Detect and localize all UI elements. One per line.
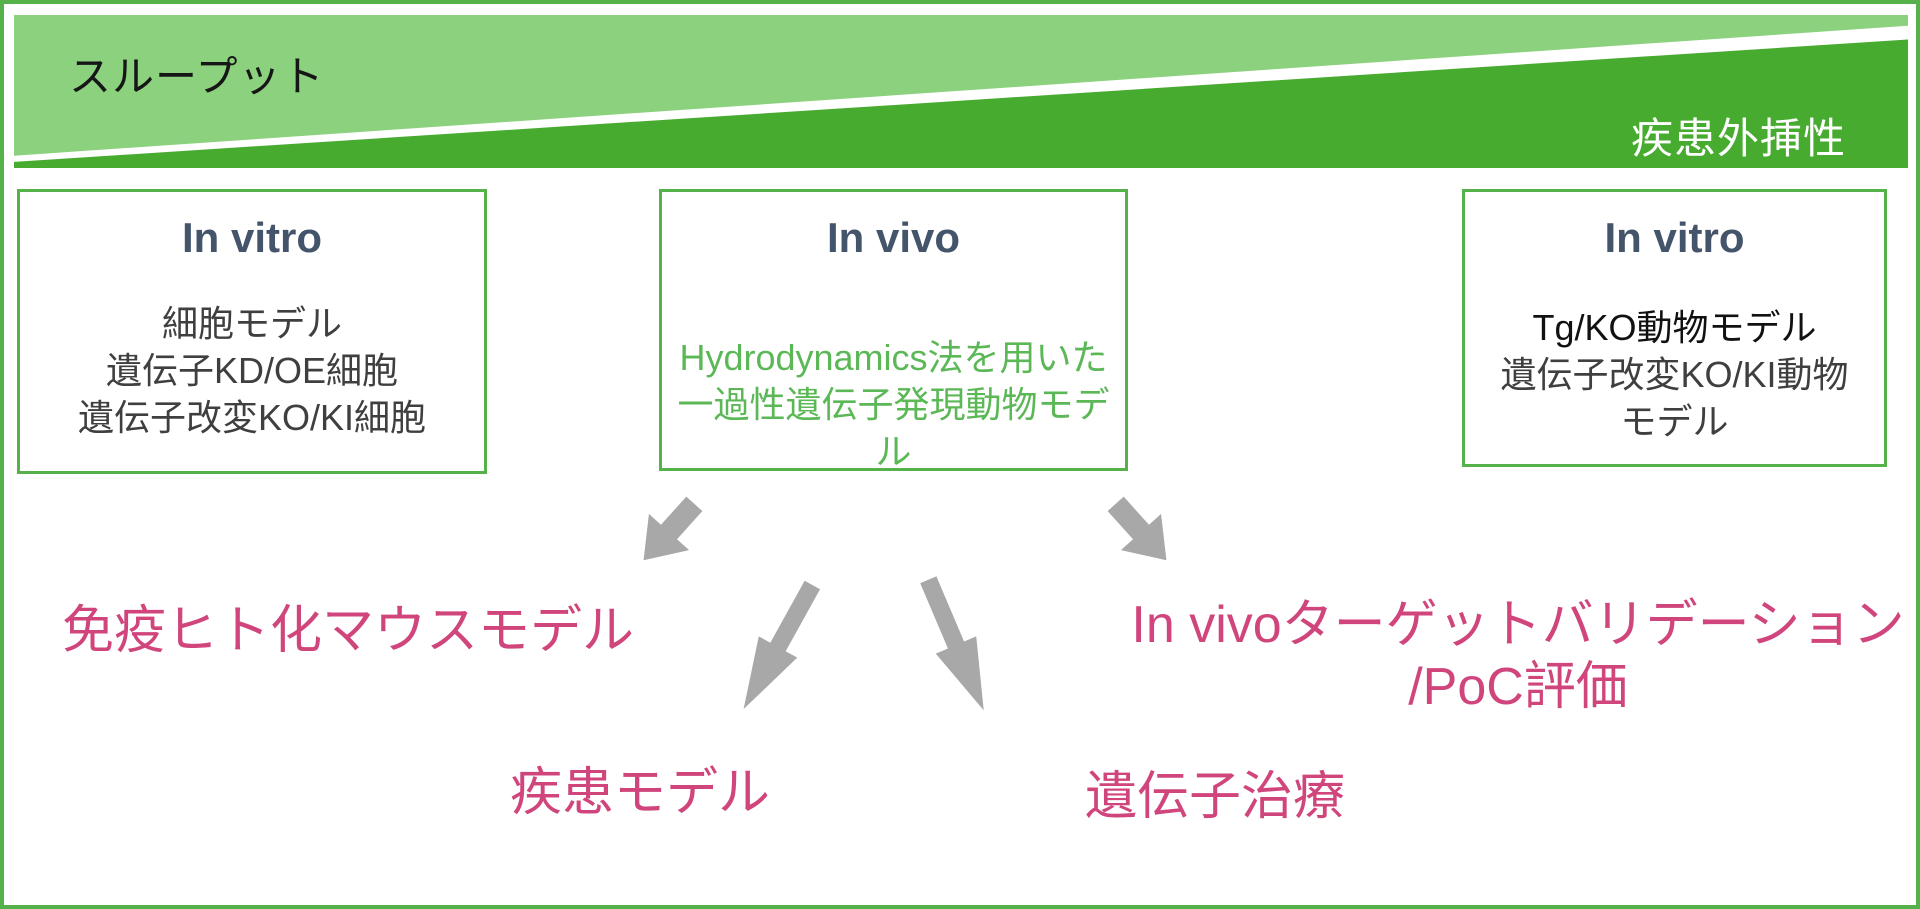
- box-body-line: 遺伝子改変KO/KI細胞: [77, 397, 427, 439]
- throughput-label: スループット: [69, 53, 325, 100]
- box-body: Hydrodynamics法を用いた 一過性遺伝子発現動物モデル: [662, 334, 1125, 475]
- in-vitro-cell-model-box: In vitro 細胞モデル 遺伝子KD/OE細胞 遺伝子改変KO/KI細胞: [17, 189, 487, 474]
- box-body-line: Tg/KO動物モデル: [1532, 307, 1817, 349]
- box-title: In vivo: [826, 214, 961, 261]
- box-title: In vitro: [181, 214, 322, 261]
- box-body-line: 遺伝子改変KO/KI動物: [1500, 354, 1849, 396]
- arrow-down-left-long-icon: [724, 574, 831, 720]
- target-validation-poc-label: In vivoターゲットバリデーション /PoC評価: [1112, 594, 1916, 718]
- box-body: Tg/KO動物モデル 遺伝子改変KO/KI動物 モデル: [1465, 304, 1884, 445]
- box-body: 細胞モデル 遺伝子KD/OE細胞 遺伝子改変KO/KI細胞: [20, 300, 484, 441]
- arrow-down-right-long-icon: [908, 571, 1004, 719]
- box-body-line: 細胞モデル: [161, 303, 342, 345]
- box-body-line: 一過性遺伝子発現動物モデル: [677, 384, 1110, 473]
- arrow-down-left-short-icon: [624, 486, 715, 579]
- gene-therapy-label: 遺伝子治療: [1084, 768, 1345, 826]
- box-body-line: Hydrodynamics法を用いた: [679, 337, 1108, 379]
- box-body-line: モデル: [1620, 401, 1729, 443]
- box-body-line: 遺伝子KD/OE細胞: [105, 350, 399, 392]
- top-banner: スループット 疾患外挿性: [14, 15, 1908, 168]
- arrow-down-right-short-icon: [1096, 486, 1187, 579]
- box-title: In vitro: [1604, 214, 1745, 261]
- disease-extrapolation-label: 疾患外挿性: [1630, 115, 1846, 162]
- in-vivo-hydrodynamics-box: In vivo Hydrodynamics法を用いた 一過性遺伝子発現動物モデル: [659, 189, 1128, 472]
- in-vitro-animal-model-box: In vitro Tg/KO動物モデル 遺伝子改変KO/KI動物 モデル: [1462, 189, 1887, 467]
- disease-model-label: 疾患モデル: [509, 764, 770, 822]
- poc-evaluation-line: /PoC評価: [1408, 658, 1628, 716]
- humanized-mouse-model-label: 免疫ヒト化マウスモデル: [62, 602, 635, 660]
- target-validation-line: In vivoターゲットバリデーション: [1131, 596, 1905, 654]
